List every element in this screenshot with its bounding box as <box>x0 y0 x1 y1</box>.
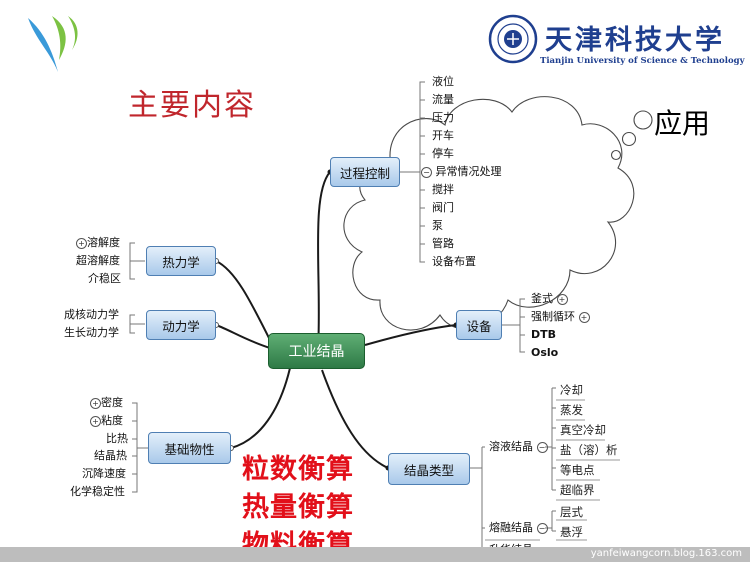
leaf-solution: 溶液结晶 − <box>489 441 548 453</box>
university-name-cn: 天津科技大学 <box>545 25 725 56</box>
leaf-basic: 结晶热 <box>94 449 127 462</box>
thought-cloud <box>343 96 653 331</box>
logo-icon <box>28 16 78 72</box>
balance-heat: 热量衡算 <box>242 492 354 523</box>
link-equipment <box>364 324 457 346</box>
leaf-process: 流量 <box>432 93 454 106</box>
leaf-equipment: 釜式 + <box>531 293 568 305</box>
leaf-process: 设备布置 <box>432 255 476 268</box>
footer-watermark: yanfeiwangcorn.blog.163.com <box>590 548 742 559</box>
center-node[interactable]: 工业结晶 <box>268 333 365 369</box>
leaf-thermo: 超溶解度 <box>76 254 120 267</box>
leaf-solution-sub: 冷却 <box>560 383 583 397</box>
leaf-equipment: Oslo <box>531 346 559 359</box>
leaf-process: 开车 <box>432 129 454 142</box>
node-crysttype[interactable]: 结晶类型 <box>388 453 470 485</box>
link-kinetics <box>215 324 271 349</box>
link-process <box>317 171 331 351</box>
leaf-equipment: 强制循环 + <box>531 311 590 323</box>
expand-icon[interactable]: + <box>90 397 101 409</box>
collapse-icon[interactable]: − <box>421 166 432 178</box>
university-name-en: Tianjin University of Science & Technolo… <box>540 56 745 66</box>
leaf-solution-sub: 超临界 <box>560 483 595 497</box>
expand-icon[interactable]: + <box>556 293 568 305</box>
callout-text: 应用 <box>654 107 711 140</box>
leaf-solution-sub: 蒸发 <box>560 403 583 417</box>
node-thermo[interactable]: 热力学 <box>146 246 216 276</box>
leaf-basic: 沉降速度 <box>82 467 126 480</box>
university-seal-icon <box>488 14 538 64</box>
leaf-process: 管路 <box>432 237 454 250</box>
link-thermo <box>215 260 271 341</box>
slide-title: 主要内容 <box>128 88 256 123</box>
node-basic[interactable]: 基础物性 <box>148 432 231 464</box>
link-crysttype <box>321 369 389 469</box>
leaf-basic: +密度 <box>90 397 123 409</box>
leaf-process: − 异常情况处理 <box>421 166 502 178</box>
leaf-melt: 熔融结晶 − <box>489 522 548 534</box>
expand-icon[interactable]: + <box>76 237 87 249</box>
node-kinetics[interactable]: 动力学 <box>146 310 216 340</box>
leaf-basic: 化学稳定性 <box>70 485 125 498</box>
leaf-solution-sub: 盐（溶）析 <box>560 443 618 457</box>
leaf-process: 搅拌 <box>432 183 454 196</box>
leaf-melt-sub: 悬浮 <box>560 525 583 539</box>
leaf-solution-sub: 等电点 <box>560 463 595 477</box>
leaf-process: 泵 <box>432 219 443 232</box>
leaf-process: 停车 <box>432 147 454 160</box>
leaf-kinetics: 生长动力学 <box>64 326 119 339</box>
expand-icon[interactable]: + <box>90 415 101 427</box>
balance-particle: 粒数衡算 <box>242 454 354 485</box>
leaf-solution-sub: 真空冷却 <box>560 423 606 437</box>
leaf-equipment: DTB <box>531 328 557 341</box>
leaf-process: 阀门 <box>432 201 454 214</box>
expand-icon[interactable]: + <box>578 311 590 323</box>
node-process[interactable]: 过程控制 <box>330 157 400 187</box>
collapse-icon[interactable]: − <box>536 522 548 534</box>
leaf-thermo: +溶解度 <box>76 237 120 249</box>
link-basic <box>230 367 291 449</box>
leaf-thermo: 介稳区 <box>88 272 121 285</box>
leaf-basic: 比热 <box>106 432 128 445</box>
footer-bar <box>0 547 750 562</box>
leaf-melt-sub: 层式 <box>560 505 583 519</box>
node-equipment[interactable]: 设备 <box>456 310 502 340</box>
leaf-basic: +粘度 <box>90 415 123 427</box>
leaf-process: 压力 <box>432 111 454 124</box>
leaf-process: 液位 <box>432 75 454 88</box>
leaf-kinetics: 成核动力学 <box>64 308 119 321</box>
collapse-icon[interactable]: − <box>536 441 548 453</box>
